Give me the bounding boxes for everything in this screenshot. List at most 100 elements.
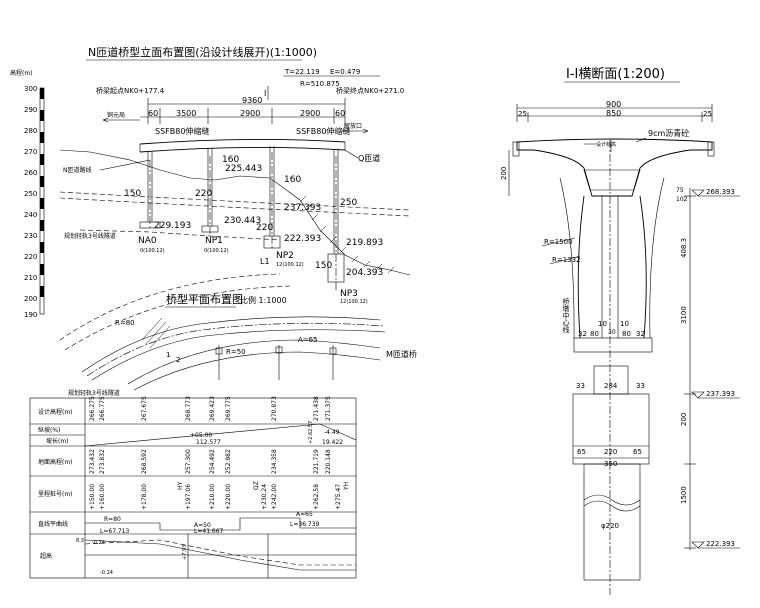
dim-150a: 150 xyxy=(124,189,141,199)
sec-w80a: 80 xyxy=(590,330,599,338)
sec-w350: 350 xyxy=(604,460,617,468)
n-line-label: N匝道路线 xyxy=(63,166,92,174)
design-elev: 271.438 xyxy=(313,396,320,421)
plan-scale: 比例 1:1000 xyxy=(240,295,287,305)
elev-tick: 250 xyxy=(24,190,37,198)
elev-237: 237.393 xyxy=(284,203,321,213)
plan-title: 桥型平面布置图 xyxy=(166,292,243,306)
joint-left: SSFB80伸缩缝 xyxy=(155,126,209,136)
pier-label-np1: NP1 xyxy=(205,236,223,246)
girder-elevation xyxy=(139,138,346,153)
curve-l2: L=41.667 xyxy=(194,528,224,535)
pier-sub-na0: 0(100.12) xyxy=(140,248,165,254)
station-value: +275.47 xyxy=(335,484,342,510)
station-value: +242.00 xyxy=(271,484,278,510)
sec-h4083: 408.3 xyxy=(680,238,688,258)
pier-sub-np2: 12(100.12) xyxy=(276,262,304,268)
design-elev: 266.275 xyxy=(89,396,96,421)
row-label-design: 设计高程(m) xyxy=(38,408,73,416)
joint-right: SSFB80伸缩缝 xyxy=(296,126,350,136)
plan-r50: R=50 xyxy=(226,348,246,356)
station-value: +220.00 xyxy=(225,484,232,510)
design-elev: 269.775 xyxy=(225,396,232,421)
ground-elev: 252.982 xyxy=(225,449,232,474)
pier-label-np3: NP3 xyxy=(340,289,358,299)
elev-230: 230.443 xyxy=(224,216,261,226)
pier-label-np2: NP2 xyxy=(276,251,294,261)
elev-229: 229.193 xyxy=(154,221,191,231)
span-total: 9360 xyxy=(242,96,262,105)
ground-elev: 254.492 xyxy=(209,449,216,474)
station-value: +262.58 xyxy=(313,484,320,510)
span-s1: 60 xyxy=(148,109,158,118)
ground-elev: 273.432 xyxy=(89,449,96,474)
sec-w33a: 33 xyxy=(576,382,585,390)
curve-r: R=510.875 xyxy=(300,80,340,88)
elev-204: 204.393 xyxy=(346,268,383,278)
station-value: +210.00 xyxy=(209,484,216,510)
plan-c1: 1 xyxy=(166,351,170,359)
sec-w10b: 10 xyxy=(620,320,629,328)
grade-up: +05.00 xyxy=(190,432,212,439)
elev-tick: 270 xyxy=(24,148,37,156)
sec-h102: 102 xyxy=(676,196,688,203)
section-title: I-I横断面(1:200) xyxy=(566,67,665,82)
sec-pier-center: 桥墩中心线 xyxy=(562,297,570,333)
sec-w900: 900 xyxy=(606,100,621,109)
sec-w30: 30 xyxy=(608,329,616,336)
design-elev: 267.675 xyxy=(141,396,148,421)
ground-elev: 220.148 xyxy=(325,449,332,474)
pier-mark: L1 xyxy=(260,257,270,266)
elev-tick: 300 xyxy=(24,85,37,93)
row-label-grade: 纵坡(%) xyxy=(38,426,60,434)
row-label-ground: 地面高程(m) xyxy=(38,458,73,466)
plan-c2: 2 xyxy=(176,356,180,364)
elev-marker-mid xyxy=(691,391,740,399)
sec-w10a: 10 xyxy=(598,320,607,328)
dim-160b: 160 xyxy=(284,175,301,185)
station-value: +230.24 xyxy=(261,484,268,510)
sec-h75: 75 xyxy=(676,187,684,194)
station-start: 桥梁起点NK0+177.4 xyxy=(96,86,165,95)
row-label-curve: 直线平曲线 xyxy=(38,520,68,528)
pier-column-section xyxy=(559,140,665,595)
curve-l3: L=36.739 xyxy=(290,521,320,528)
curve-r80: R=80 xyxy=(104,516,121,523)
tunnel-label: 规划轻轨3号线隧道 xyxy=(64,232,116,240)
curve-t: T=22.119 xyxy=(284,68,320,76)
plan-m-line: M匝道桥 xyxy=(386,349,417,359)
elev-tick: 230 xyxy=(24,232,37,240)
svg-text:I: I xyxy=(264,89,266,98)
elev-tick: 190 xyxy=(24,311,37,319)
ground-elev: 234.358 xyxy=(271,449,278,474)
dim-220b: 220 xyxy=(256,223,273,233)
pier-sub-np1: 0(100.12) xyxy=(204,248,229,254)
elevation-title: N匝道桥型立面布置图(沿设计线展开)(1:1000) xyxy=(88,45,317,59)
dim-220a: 220 xyxy=(195,189,212,199)
sec-w65a: 65 xyxy=(577,448,586,456)
direction-left: 铜元局 xyxy=(107,111,125,119)
super-val: -0.24 xyxy=(100,570,113,576)
design-elev: 269.423 xyxy=(209,396,216,421)
sec-w65b: 65 xyxy=(633,448,642,456)
sec-w33b: 33 xyxy=(636,382,645,390)
plan-a65: A=65 xyxy=(298,336,318,344)
direction-right: 解放口 xyxy=(344,122,362,130)
sec-w284: 284 xyxy=(604,382,618,390)
super-val: -0.24 xyxy=(92,540,105,546)
sec-elev-bot: 222.393 xyxy=(706,540,735,548)
ground-line xyxy=(59,149,411,276)
station-value: +178.00 xyxy=(141,484,148,510)
sec-d220: φ220 xyxy=(601,522,619,530)
sec-w32a: 32 xyxy=(578,330,587,338)
sec-w25b: 25 xyxy=(703,110,712,118)
elev-tick: 210 xyxy=(24,274,37,282)
sec-elev-mid: 237.393 xyxy=(706,390,735,398)
design-elev: 271.375 xyxy=(325,396,332,421)
span-s3: 2900 xyxy=(240,109,260,118)
sec-design-elev: 设计标高 xyxy=(596,141,616,148)
design-elev: 266.775 xyxy=(99,396,106,421)
station-extra: QZ xyxy=(253,481,260,490)
elev-tick: 220 xyxy=(24,253,37,261)
design-elev: 268.773 xyxy=(185,396,192,421)
